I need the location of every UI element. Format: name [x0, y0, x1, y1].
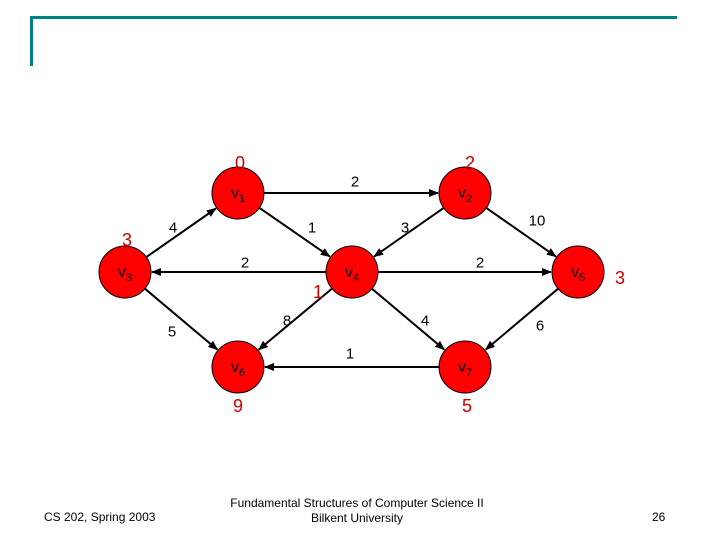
footer-title: Fundamental Structures of Computer Scien…: [200, 496, 514, 526]
node-label-v3: v3: [118, 264, 132, 284]
edge-v3-v6: [144, 287, 219, 351]
edge-weight-v4-v5: 2: [476, 255, 484, 272]
footer-title-line1: Fundamental Structures of Computer Scien…: [230, 496, 484, 510]
node-distance-v7: 5: [462, 396, 472, 416]
edge-v2-v4: [373, 207, 445, 258]
node-circle-v3: [98, 245, 152, 299]
node-label-v7: v7: [458, 359, 472, 379]
node-distance-v2: 2: [465, 153, 475, 173]
node-circle-v1: [211, 166, 265, 220]
edge-weight-v1-v2: 2: [351, 174, 359, 191]
footer-title-line2: Bilkent University: [310, 511, 404, 525]
frame-left-bar: [30, 16, 33, 66]
footer-course: CS 202, Spring 2003: [44, 510, 156, 524]
node-circle-v7: [438, 340, 492, 394]
edge-weight-v4-v3: 2: [241, 255, 249, 272]
edge-weight-v2-v4: 3: [401, 220, 409, 237]
node-circle-v4: [325, 245, 379, 299]
node-distance-v4: 1: [313, 282, 323, 302]
node-distance-v1: 0: [235, 153, 245, 173]
edge-weight-v5-v7: 6: [536, 318, 544, 335]
node-v1: v1: [211, 166, 265, 220]
node-distance-v3: 3: [122, 230, 132, 250]
edge-v1-v4: [258, 206, 331, 258]
node-circle-v5: [551, 245, 605, 299]
node-label-v4: v4: [345, 264, 359, 284]
edge-weight-v4-v7: 4: [421, 313, 429, 330]
edge-weight-v3-v1: 4: [169, 220, 177, 237]
edge-weight-v7-v6: 1: [346, 346, 354, 363]
edge-v3-v1: [145, 207, 217, 258]
node-v5: v5: [551, 245, 605, 299]
node-label-v6: v6: [231, 359, 245, 379]
node-v7: v7: [438, 340, 492, 394]
edge-v5-v7: [484, 287, 559, 351]
edge-v4-v7: [371, 287, 446, 351]
node-distance-v6: 9: [233, 396, 243, 416]
page-number: 26: [652, 510, 666, 524]
edge-weight-v1-v4: 1: [308, 220, 316, 237]
node-label-v1: v1: [231, 185, 245, 205]
edge-weight-v4-v6: 8: [283, 313, 291, 330]
node-v4: v4: [325, 245, 379, 299]
node-label-v2: v2: [458, 185, 472, 205]
edge-weight-v3-v6: 5: [168, 324, 176, 341]
node-circle-v6: [211, 340, 265, 394]
edge-weight-v2-v5: 10: [529, 213, 546, 230]
frame-top-bar: [30, 16, 677, 19]
node-v3: v3: [98, 245, 152, 299]
nodes-layer: v1 v2 v3 v4 v5 v6 v7: [98, 166, 605, 394]
edge-v2-v5: [485, 207, 557, 258]
node-label-v5: v5: [571, 264, 585, 284]
node-distance-v5: 3: [615, 268, 625, 288]
node-v2: v2: [438, 166, 492, 220]
edge-v4-v6: [257, 287, 333, 351]
node-v6: v6: [211, 340, 265, 394]
edges-layer: [144, 189, 559, 371]
node-circle-v2: [438, 166, 492, 220]
